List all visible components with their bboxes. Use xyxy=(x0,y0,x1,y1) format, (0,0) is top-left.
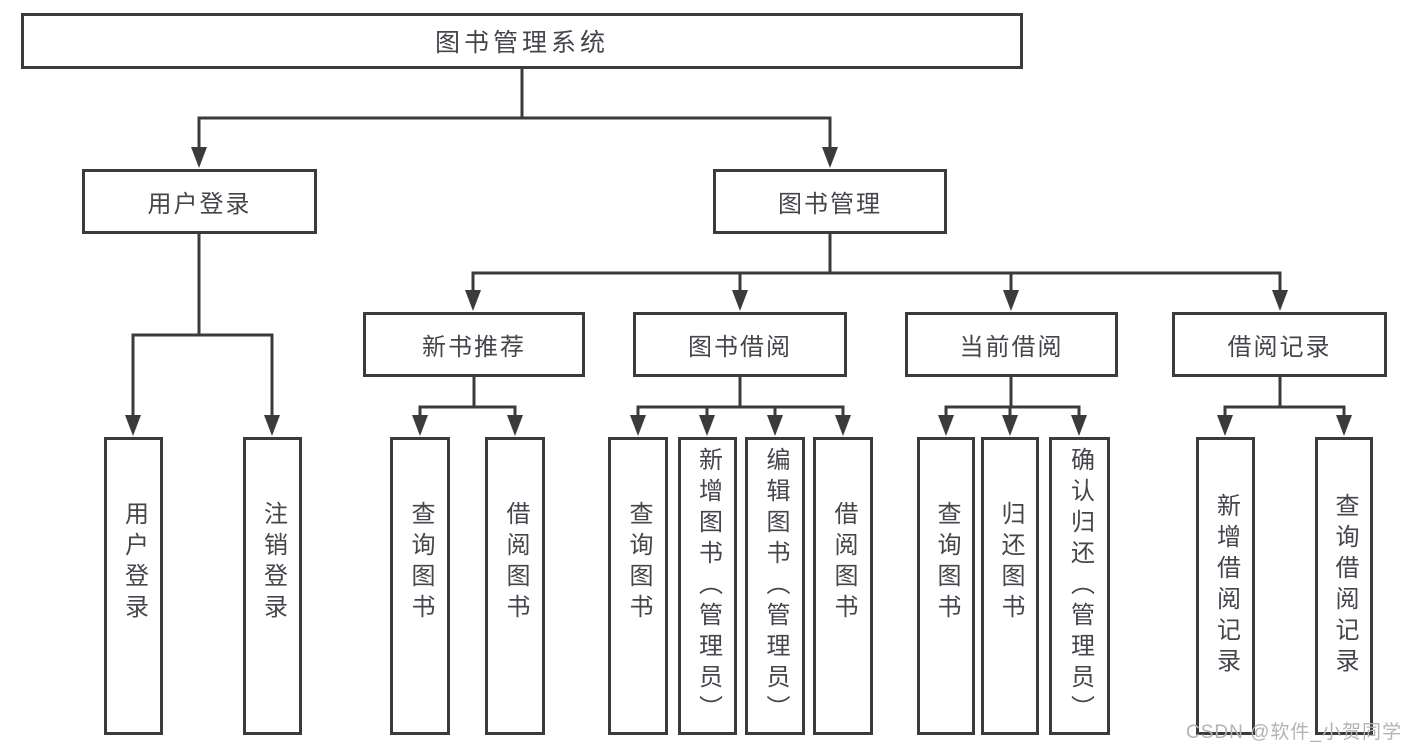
leaf-query-books-cur: 查询图书 xyxy=(917,437,975,735)
arrow-to-leaf-querybooks-rec xyxy=(412,415,428,436)
edge-newbookrec-rail xyxy=(418,405,517,416)
arrow-to-userlogin xyxy=(191,147,207,168)
arrow-to-bookborrow xyxy=(732,290,748,311)
leaf-return-books-label: 归还图书 xyxy=(997,501,1024,625)
node-user-login: 用户登录 xyxy=(82,169,317,234)
leaf-borrow-books-rec: 借阅图书 xyxy=(485,437,545,735)
node-book-borrow: 图书借阅 xyxy=(633,312,847,377)
leaf-user-login-label: 用户登录 xyxy=(120,501,148,625)
arrow-to-leaf-editbooks xyxy=(767,415,783,436)
node-new-book-rec: 新书推荐 xyxy=(363,312,585,377)
arrow-to-leaf-borrowbooks-bb xyxy=(835,415,851,436)
leaf-add-borrow-record: 新增借阅记录 xyxy=(1196,437,1255,735)
arrow-to-leaf-addbooks xyxy=(699,415,715,436)
arrow-to-bookmgmt xyxy=(822,147,838,168)
node-current-borrow-label: 当前借阅 xyxy=(959,334,1064,361)
leaf-logout: 注销登录 xyxy=(243,437,302,735)
arrow-to-leaf-confirmreturn xyxy=(1071,415,1087,436)
leaf-confirm-return-admin-label: 确认归还（管理员） xyxy=(1066,446,1094,726)
leaf-add-borrow-record-label: 新增借阅记录 xyxy=(1212,493,1240,679)
leaf-borrow-books-bb: 借阅图书 xyxy=(813,437,873,735)
node-book-mgmt-label: 图书管理 xyxy=(778,191,882,218)
arrow-to-borrowrecords xyxy=(1272,290,1288,311)
node-borrow-records: 借阅记录 xyxy=(1172,312,1387,377)
leaf-query-borrow-record-label: 查询借阅记录 xyxy=(1331,493,1358,679)
node-user-login-label: 用户登录 xyxy=(147,191,252,218)
edge-currentborrow-rail xyxy=(944,405,1081,416)
edge-borrowrecords-rail xyxy=(1223,405,1346,416)
leaf-logout-label: 注销登录 xyxy=(259,501,287,625)
arrowheads xyxy=(125,147,1352,436)
leaf-user-login: 用户登录 xyxy=(104,437,163,735)
arrow-to-leaf-returnbooks xyxy=(1002,415,1018,436)
node-borrow-records-label: 借阅记录 xyxy=(1227,334,1332,361)
edge-userlogin-rail xyxy=(131,333,274,416)
node-book-mgmt: 图书管理 xyxy=(713,169,947,234)
leaf-query-books-rec-label: 查询图书 xyxy=(407,501,434,625)
leaf-query-books-bb: 查询图书 xyxy=(608,437,668,735)
arrow-to-leaf-queryborrowrecord xyxy=(1336,415,1352,436)
leaf-query-borrow-record: 查询借阅记录 xyxy=(1315,437,1373,735)
edge-bookmgmt-rail xyxy=(471,271,1282,292)
leaf-query-books-bb-label: 查询图书 xyxy=(625,501,652,625)
arrow-to-leaf-logout xyxy=(264,415,280,436)
leaf-edit-books-admin: 编辑图书（管理员） xyxy=(745,437,805,735)
arrow-to-leaf-userlogin xyxy=(125,415,141,436)
node-book-borrow-label: 图书借阅 xyxy=(688,334,792,361)
arrow-to-leaf-borrowbooks-rec xyxy=(507,415,523,436)
leaf-add-books-admin: 新增图书（管理员） xyxy=(678,437,737,735)
edge-bookborrow-rail xyxy=(636,405,845,416)
leaf-edit-books-admin-label: 编辑图书（管理员） xyxy=(762,446,789,726)
arrow-to-currentborrow xyxy=(1003,290,1019,311)
arrow-to-leaf-querybooks-cur xyxy=(938,415,954,436)
node-root: 图书管理系统 xyxy=(21,13,1023,69)
leaf-query-books-rec: 查询图书 xyxy=(390,437,450,735)
leaf-return-books: 归还图书 xyxy=(981,437,1039,735)
node-root-label: 图书管理系统 xyxy=(434,29,609,57)
leaf-borrow-books-rec-label: 借阅图书 xyxy=(502,501,529,625)
leaf-borrow-books-bb-label: 借阅图书 xyxy=(830,501,857,625)
leaf-query-books-cur-label: 查询图书 xyxy=(933,501,960,625)
arrow-to-leaf-addborrowrecord xyxy=(1217,415,1233,436)
edge-root-rail xyxy=(197,116,832,149)
csdn-watermark: CSDN @软件_小贺同学 xyxy=(1186,722,1402,743)
leaf-confirm-return-admin: 确认归还（管理员） xyxy=(1049,437,1110,735)
arrow-to-newbookrec xyxy=(465,290,481,311)
arrow-to-leaf-querybooks-bb xyxy=(630,415,646,436)
node-current-borrow: 当前借阅 xyxy=(905,312,1118,377)
node-new-book-rec-label: 新书推荐 xyxy=(422,334,526,361)
leaf-add-books-admin-label: 新增图书（管理员） xyxy=(694,446,722,726)
